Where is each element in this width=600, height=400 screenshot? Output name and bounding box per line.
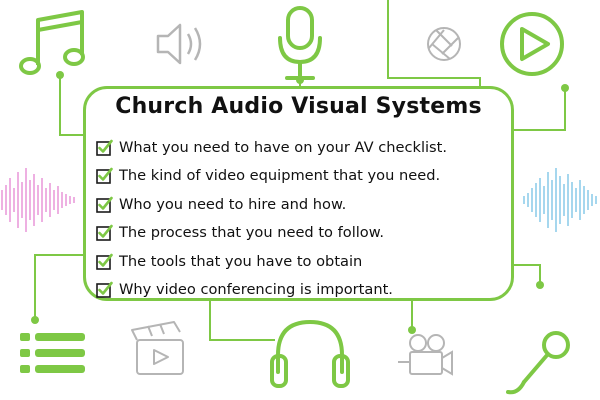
speaker-icon	[156, 23, 202, 65]
list-icon	[20, 333, 85, 373]
checklist: What you need to have on your AV checkli…	[96, 133, 447, 304]
video-clapper-icon	[131, 321, 184, 375]
microphone-icon	[278, 6, 322, 80]
sound-wave-left	[1, 168, 75, 232]
checklist-item: Why video conferencing is important.	[96, 276, 447, 305]
checklist-item-text: The tools that you have to obtain	[119, 252, 363, 270]
checklist-item: The process that you need to follow.	[96, 219, 447, 248]
checklist-item: The kind of video equipment that you nee…	[96, 162, 447, 191]
checklist-item: The tools that you have to obtain	[96, 247, 447, 276]
checklist-item-text: What you need to have on your AV checkli…	[119, 138, 448, 156]
checklist-item: Who you need to hire and how.	[96, 190, 447, 219]
checkbox-checked-icon	[96, 281, 113, 299]
music-note-icon	[19, 10, 85, 75]
connector-lines	[34, 0, 566, 341]
checklist-item: What you need to have on your AV checkli…	[96, 133, 447, 162]
film-camera-icon	[398, 334, 453, 376]
checkbox-checked-icon	[96, 253, 113, 270]
headphones-icon	[270, 319, 350, 388]
page-title: Church Audio Visual Systems	[115, 94, 482, 119]
checkbox-checked-icon	[96, 139, 113, 156]
checklist-item-text: The process that you need to follow.	[119, 224, 384, 242]
checklist-item-text: Who you need to hire and how.	[119, 195, 347, 213]
camera-shutter-icon	[427, 27, 461, 61]
handheld-microphone-icon	[506, 331, 570, 395]
checklist-card: Church Audio Visual Systems What you nee…	[83, 86, 514, 301]
checkbox-checked-icon	[96, 167, 113, 185]
checklist-item-text: Why video conferencing is important.	[119, 281, 393, 299]
checklist-item-text: The kind of video equipment that you nee…	[119, 167, 441, 185]
checkbox-checked-icon	[96, 196, 113, 213]
play-button-icon	[500, 12, 564, 76]
sound-wave-right	[523, 168, 597, 232]
checkbox-checked-icon	[96, 224, 113, 242]
